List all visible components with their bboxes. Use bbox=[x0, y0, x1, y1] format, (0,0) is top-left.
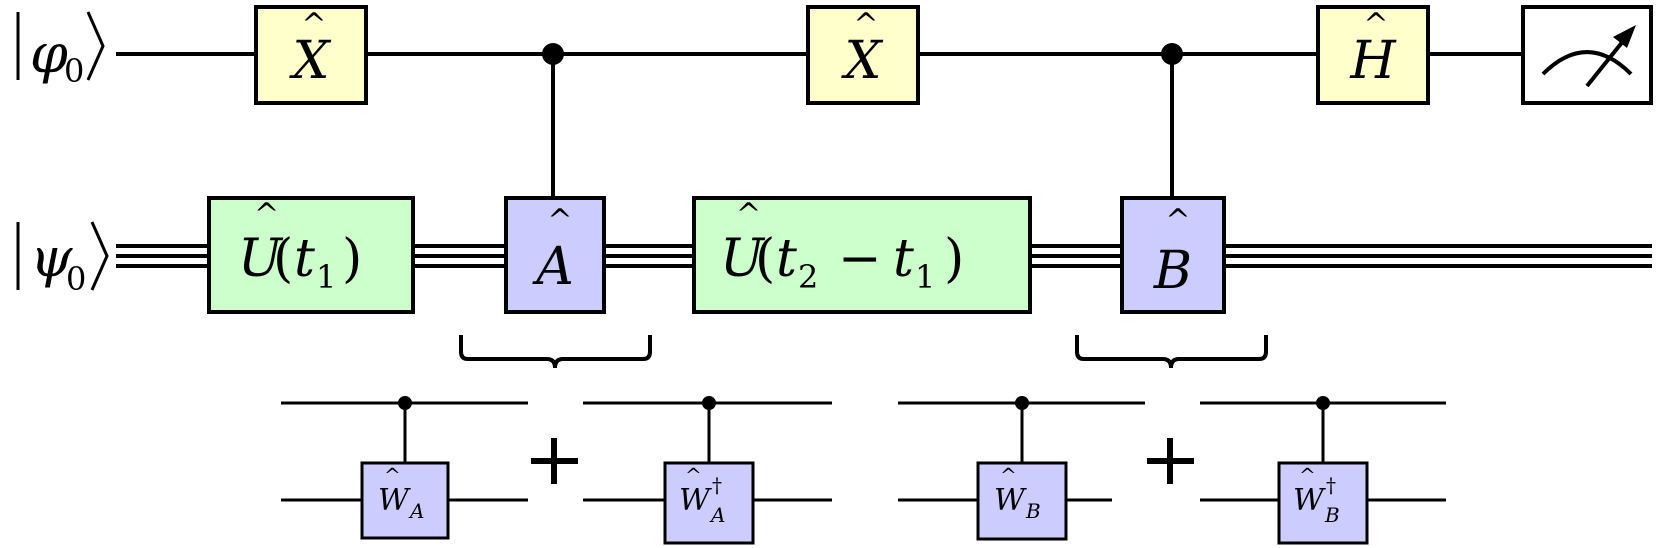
svg-text:X: X bbox=[840, 31, 883, 91]
evolution-gate-u2: U ^ ( t 2 − t 1 ) bbox=[692, 196, 1032, 314]
svg-text:W: W bbox=[1293, 483, 1326, 518]
svg-text:t: t bbox=[776, 229, 797, 289]
subcircuit-w-a: W ^ A bbox=[281, 396, 528, 540]
svg-text:B: B bbox=[1153, 241, 1192, 301]
brace-b bbox=[1075, 335, 1268, 369]
svg-text:B: B bbox=[1324, 503, 1340, 527]
svg-text:φ: φ bbox=[30, 22, 68, 85]
svg-text:1: 1 bbox=[915, 258, 935, 296]
control-state-label: φ 0 bbox=[16, 11, 105, 90]
svg-text:2: 2 bbox=[798, 258, 818, 296]
svg-text:W: W bbox=[679, 483, 712, 518]
svg-text:A: A bbox=[709, 503, 725, 527]
h-gate: H ^ bbox=[1316, 5, 1430, 105]
svg-text:0: 0 bbox=[66, 260, 86, 298]
register-row: ψ 0 U ^ ( t 1 ) A ^ U ^ bbox=[16, 196, 1652, 314]
svg-text:^: ^ bbox=[1299, 463, 1316, 487]
svg-text:^: ^ bbox=[1363, 7, 1388, 42]
svg-text:^: ^ bbox=[547, 203, 572, 238]
svg-text:X: X bbox=[288, 31, 331, 91]
svg-text:A: A bbox=[408, 499, 424, 523]
operator-gate-b: B ^ bbox=[1120, 196, 1226, 314]
svg-text:^: ^ bbox=[853, 7, 878, 42]
svg-text:^: ^ bbox=[685, 463, 702, 487]
svg-text:^: ^ bbox=[384, 463, 401, 487]
svg-text:−: − bbox=[838, 229, 882, 289]
brace-a bbox=[459, 335, 652, 369]
svg-text:^: ^ bbox=[301, 7, 326, 42]
expansion-b: W ^ B W ^ † B bbox=[898, 396, 1446, 545]
x-gate-2: X ^ bbox=[806, 5, 920, 105]
svg-text:U: U bbox=[720, 229, 766, 289]
svg-text:^: ^ bbox=[254, 197, 279, 232]
svg-text:†: † bbox=[1326, 473, 1336, 497]
target-state-label: ψ 0 bbox=[16, 221, 109, 298]
svg-text:0: 0 bbox=[64, 52, 84, 90]
svg-text:^: ^ bbox=[1000, 463, 1017, 487]
svg-text:H: H bbox=[1349, 31, 1397, 91]
operator-gate-a: A ^ bbox=[504, 196, 606, 314]
svg-text:W: W bbox=[378, 483, 411, 518]
control-qubit-row: φ 0 X ^ X ^ H ^ bbox=[16, 5, 1653, 105]
svg-text:t: t bbox=[893, 229, 914, 289]
svg-text:A: A bbox=[532, 237, 574, 297]
svg-text:^: ^ bbox=[1165, 203, 1190, 238]
measurement-box bbox=[1521, 5, 1653, 105]
subcircuit-w-b: W ^ B bbox=[898, 396, 1145, 541]
svg-text:): ) bbox=[342, 229, 362, 289]
svg-text:W: W bbox=[994, 483, 1027, 518]
svg-text:(: ( bbox=[755, 229, 775, 289]
svg-text:): ) bbox=[944, 229, 964, 289]
svg-text:t: t bbox=[294, 229, 315, 289]
x-gate-1: X ^ bbox=[254, 5, 368, 105]
expansion-a: W ^ A W ^ † A bbox=[281, 396, 832, 545]
evolution-gate-u1: U ^ ( t 1 ) bbox=[207, 196, 415, 314]
svg-text:B: B bbox=[1025, 499, 1041, 523]
subcircuit-w-b-dagger: W ^ † B bbox=[1200, 396, 1446, 545]
svg-text:†: † bbox=[712, 473, 722, 497]
subcircuit-w-a-dagger: W ^ † A bbox=[583, 396, 832, 545]
svg-text:(: ( bbox=[273, 229, 293, 289]
plus-sign-b bbox=[1147, 438, 1194, 484]
svg-text:U: U bbox=[238, 229, 284, 289]
plus-sign-a bbox=[531, 438, 578, 484]
svg-text:1: 1 bbox=[316, 258, 336, 296]
svg-text:^: ^ bbox=[736, 197, 761, 232]
meter-icon bbox=[1541, 25, 1636, 88]
svg-text:ψ: ψ bbox=[30, 226, 73, 289]
